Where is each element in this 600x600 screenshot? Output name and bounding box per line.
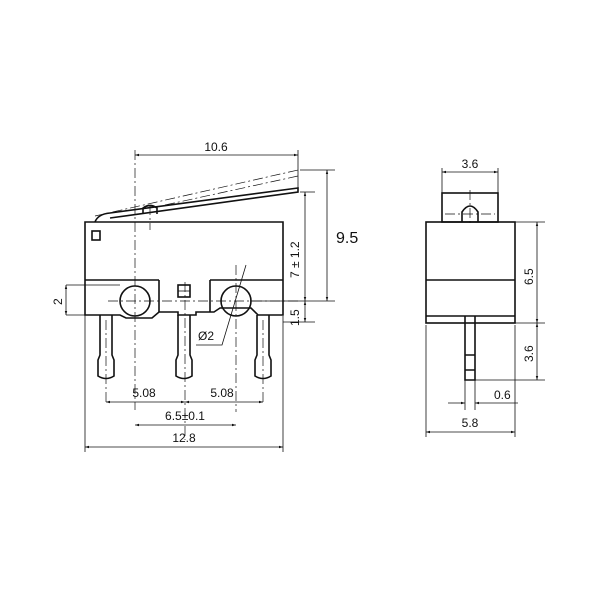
side-view: 3.6 6.5 3.6 0.6 5.8 xyxy=(425,157,545,437)
dim-6-5-side: 6.5 xyxy=(522,268,536,285)
mark-icon xyxy=(91,230,101,241)
dim-5-08-left: 5.08 xyxy=(132,386,156,400)
dim-3-6-top: 3.6 xyxy=(462,157,479,171)
dim-2: 2 xyxy=(51,298,65,305)
side-body xyxy=(425,221,516,324)
dim-1-5: 1.5 xyxy=(288,309,302,326)
dim-diameter-2: Ø2 xyxy=(198,329,214,343)
switch-body xyxy=(84,221,284,319)
dim-3-6-pin: 3.6 xyxy=(522,345,536,362)
dim-10-6: 10.6 xyxy=(204,140,228,154)
pins xyxy=(97,315,272,380)
dim-5-8: 5.8 xyxy=(462,416,479,430)
front-view: 10.6 9.5 7 ± 1.2 1.5 2 Ø2 5.08 5.08 6.5±… xyxy=(51,140,358,452)
dim-12-8: 12.8 xyxy=(172,431,196,445)
dim-0-6: 0.6 xyxy=(494,388,511,402)
side-pin xyxy=(464,316,476,381)
dim-7-1-2: 7 ± 1.2 xyxy=(288,241,302,278)
dim-9-5: 9.5 xyxy=(336,230,358,247)
dim-6-5: 6.5±0.1 xyxy=(165,409,205,423)
dim-5-08-right: 5.08 xyxy=(210,386,234,400)
